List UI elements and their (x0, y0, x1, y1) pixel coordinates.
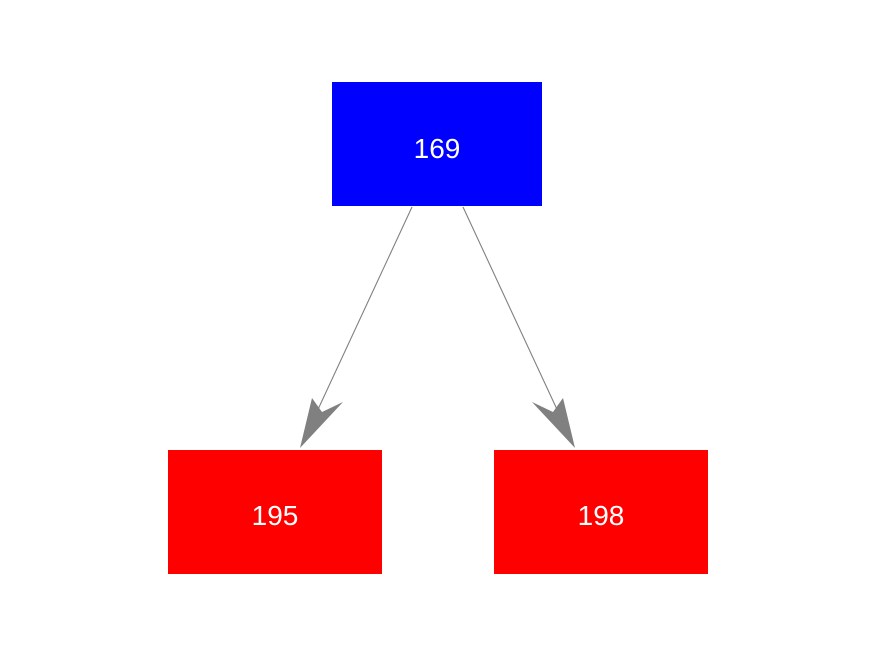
nodes-layer: 169 195 198 (168, 82, 708, 574)
node-169[interactable]: 169 (332, 82, 542, 206)
edge-169-to-198[interactable] (462, 206, 575, 448)
edge-line-169-198 (462, 206, 562, 419)
node-198[interactable]: 198 (494, 450, 708, 574)
node-169-label: 169 (414, 133, 461, 164)
node-169-rect[interactable] (332, 82, 542, 206)
arrowhead-icon-195 (300, 398, 343, 448)
edge-line-169-195 (313, 206, 413, 419)
node-195-label: 195 (252, 500, 299, 531)
node-198-label: 198 (578, 500, 625, 531)
node-195[interactable]: 195 (168, 450, 382, 574)
edges-layer (300, 206, 575, 448)
node-195-rect[interactable] (168, 450, 382, 574)
node-198-rect[interactable] (494, 450, 708, 574)
arrowhead-icon-198 (532, 398, 575, 448)
edge-169-to-195[interactable] (300, 206, 413, 448)
